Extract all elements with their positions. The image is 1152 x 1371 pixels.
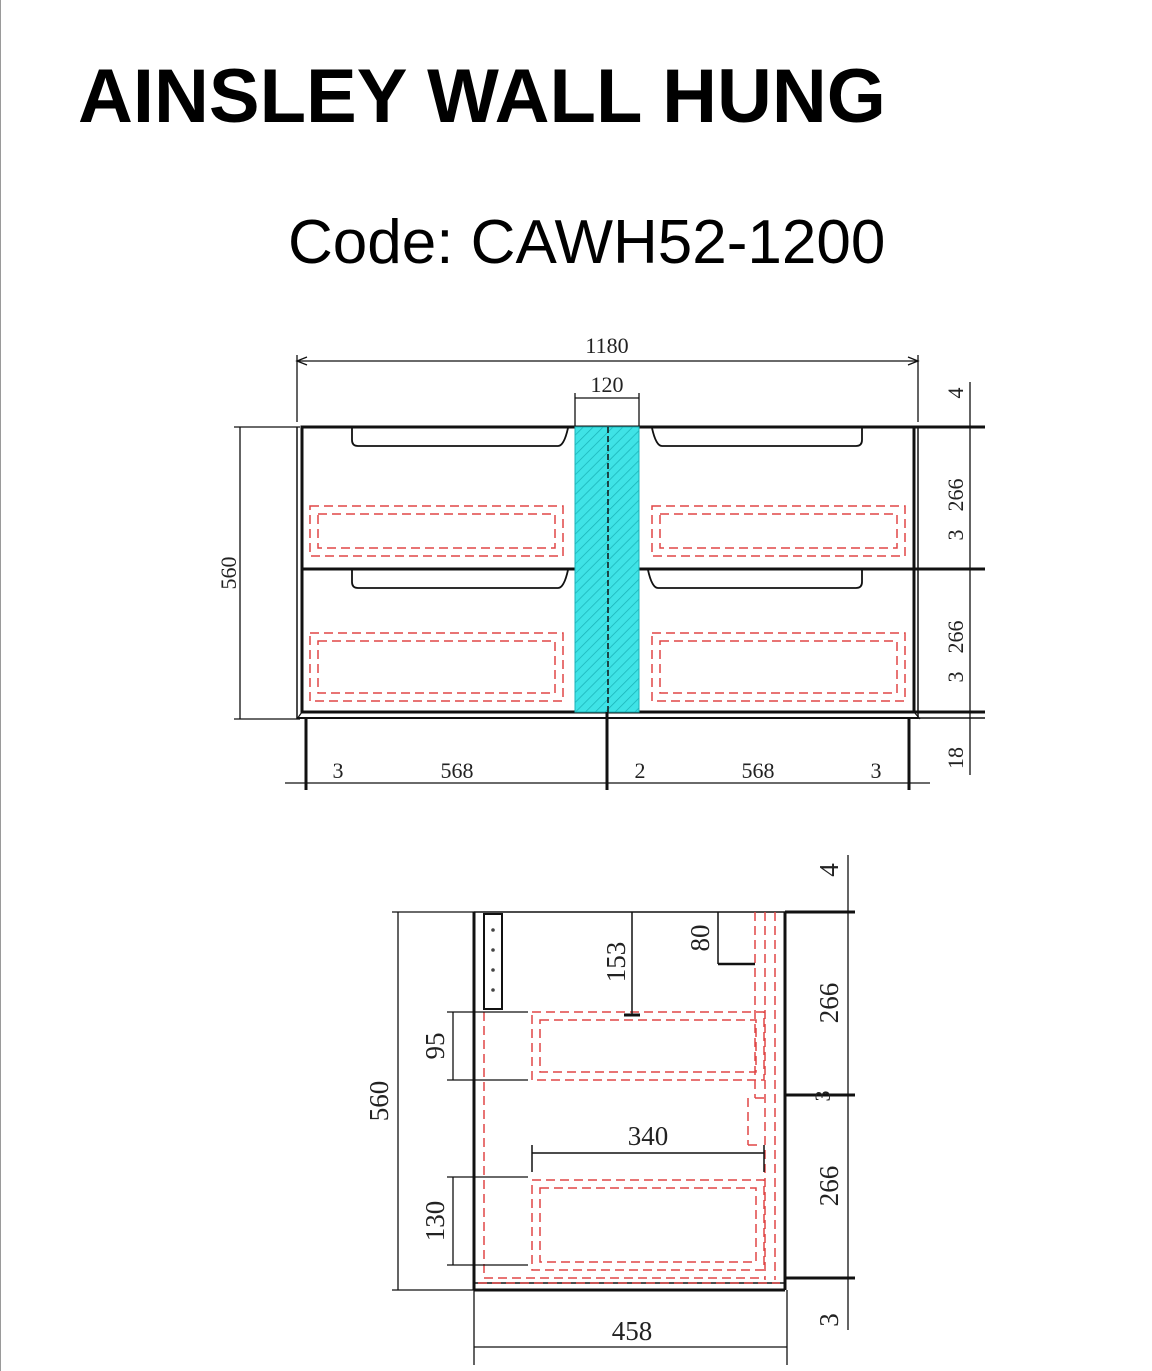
hidden-drawer-boxes — [309, 505, 906, 702]
drawer2-inner-dimension — [447, 1176, 528, 1266]
drawer1-inner-height-label: 95 — [420, 1033, 450, 1060]
front-drawer1-height-label: 266 — [943, 479, 968, 512]
front-height-dimension — [234, 426, 300, 720]
product-title: AINSLEY WALL HUNG — [78, 54, 886, 139]
front-bottom-dimensions — [285, 712, 930, 790]
front-right-drawer-width-label: 568 — [742, 758, 775, 783]
page-border — [0, 0, 1, 1371]
front-right-edge-label: 3 — [871, 758, 882, 783]
basin-cutout — [574, 426, 640, 713]
cutout-depth-label: 153 — [601, 942, 631, 983]
side-drawer2-height-label: 266 — [814, 1166, 844, 1207]
front-width-dimension — [295, 355, 920, 422]
side-view: 560 95 130 153 80 — [364, 855, 855, 1365]
drawer-handles — [351, 427, 863, 589]
drawer1-inner-dimension — [447, 1011, 528, 1081]
side-right-dimensions — [785, 855, 855, 1330]
cutout-height-dimension — [717, 912, 755, 966]
front-left-edge-label: 3 — [333, 758, 344, 783]
side-depth-dimension — [473, 1290, 788, 1365]
side-depth-label: 458 — [612, 1316, 653, 1346]
basin-width-label: 120 — [591, 372, 624, 397]
front-bottom-panel-label: 18 — [943, 747, 968, 769]
front-left-drawer-width-label: 568 — [441, 758, 474, 783]
side-bottom-gap-label: 3 — [814, 1313, 844, 1327]
front-view: 1180 120 — [216, 333, 985, 790]
front-drawer2-height-label: 266 — [943, 621, 968, 654]
drawer2-inner-height-label: 130 — [420, 1201, 450, 1242]
basin-width-dimension — [574, 393, 640, 428]
drawer-depth-label: 340 — [628, 1121, 669, 1151]
drawer-depth-dimension — [531, 1145, 765, 1172]
front-center-gap-label: 2 — [635, 758, 646, 783]
front-drawer2-gap-label: 3 — [943, 672, 968, 683]
side-top-gap-label: 4 — [814, 863, 844, 877]
side-height-dimension — [392, 911, 474, 1291]
cutout-depth-dimension — [624, 912, 640, 1017]
product-code: Code: CAWH52-1200 — [288, 208, 886, 277]
side-height-label: 560 — [364, 1081, 394, 1122]
cutout-height-label: 80 — [685, 925, 715, 952]
side-gap-label: 3 — [810, 1091, 835, 1102]
front-height-label: 560 — [216, 557, 241, 590]
side-hidden-lines — [478, 912, 780, 1284]
front-top-gap-label: 4 — [943, 388, 968, 399]
front-width-label: 1180 — [585, 333, 628, 358]
front-drawer1-gap-label: 3 — [943, 530, 968, 541]
wall-bracket — [483, 913, 503, 1010]
side-drawer1-height-label: 266 — [814, 983, 844, 1024]
front-right-dimensions — [914, 382, 985, 775]
